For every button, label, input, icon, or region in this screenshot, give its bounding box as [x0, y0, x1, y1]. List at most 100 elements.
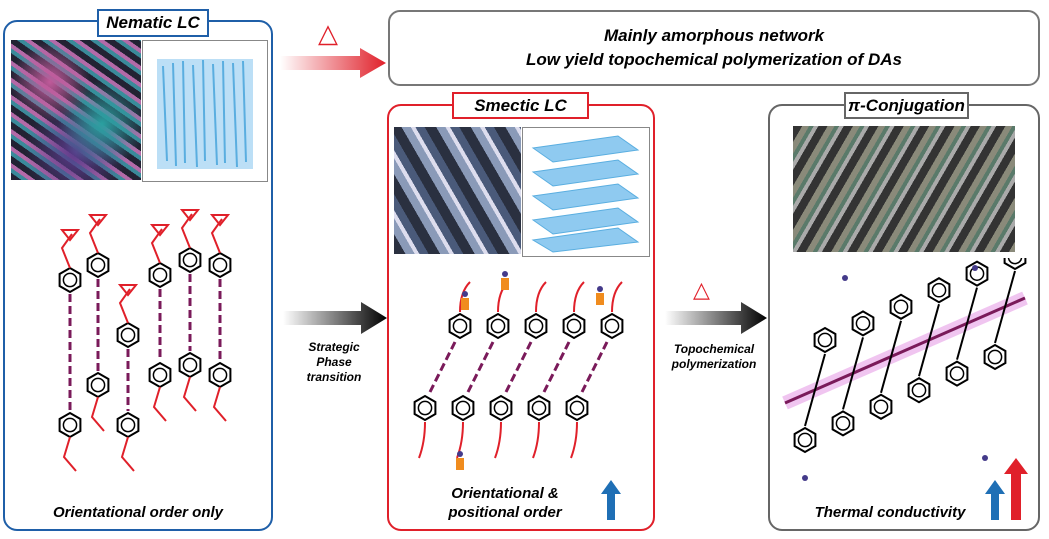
nematic-rods [157, 59, 253, 169]
benzene-ring [448, 312, 472, 340]
side-chain [418, 421, 426, 459]
benzene-ring [562, 312, 586, 340]
epoxy-tail [120, 436, 135, 472]
up-arrow-blue-smectic [601, 480, 621, 520]
benzene-ring [178, 246, 202, 274]
strategic-line2: Phase [316, 355, 352, 369]
epoxy-tail [152, 386, 167, 422]
end-group [842, 275, 848, 281]
end-group [457, 451, 463, 457]
benzene-ring-inner [212, 257, 228, 273]
benzene-ring-inner [90, 377, 106, 393]
topo-line1: Topochemical [673, 342, 755, 356]
benzene-ring-inner [120, 327, 136, 343]
benzene-ring-inner [911, 382, 927, 398]
smectic-pom-image [394, 127, 521, 254]
strategic-line1: Strategic [308, 340, 360, 354]
benzene-ring-inner [182, 252, 198, 268]
benzene-ring [413, 394, 437, 422]
diyne-linker [542, 341, 571, 393]
side-chain [611, 281, 623, 313]
side-bond [1004, 270, 1016, 308]
benzene-ring [451, 394, 475, 422]
side-bond [804, 389, 816, 427]
linker-node [596, 293, 604, 305]
benzene-ring-inner [531, 400, 547, 416]
benzene-ring [600, 312, 624, 340]
benzene-ring-inner [987, 349, 1003, 365]
end-group [462, 291, 468, 297]
benzene-ring-inner [152, 367, 168, 383]
side-bond [842, 373, 854, 410]
benzene-ring [58, 266, 82, 294]
epoxide-group [117, 284, 139, 297]
benzene-ring-inner [120, 417, 136, 433]
benzene-ring [965, 260, 989, 287]
conjugated-polymer [782, 258, 1028, 481]
benzene-ring [813, 326, 837, 354]
smectic-caption-2: positional order [448, 504, 562, 521]
benzene-ring-inner [212, 367, 228, 383]
smectic-molecules [413, 271, 624, 470]
benzene-ring-inner [490, 318, 506, 334]
benzene-ring [86, 251, 110, 279]
nematic-3d-model [142, 40, 268, 182]
end-group [982, 455, 988, 461]
benzene-ring-inner [949, 366, 965, 381]
black-arrow-topo [665, 302, 767, 334]
benzene-ring [1003, 258, 1027, 271]
side-chain [532, 421, 540, 459]
smectic-caption-1: Orientational & [451, 485, 559, 502]
conjugation-title: π-Conjugation [844, 92, 969, 119]
epoxide-group [59, 229, 81, 242]
end-group [502, 271, 508, 277]
benzene-ring-inner [566, 318, 582, 334]
diyne-linker [466, 341, 495, 393]
side-bond [890, 320, 902, 358]
benzene-ring-inner [493, 400, 509, 416]
epoxide-group [179, 209, 201, 222]
end-group [972, 265, 978, 271]
epoxide-group [209, 214, 231, 227]
benzene-ring-inner [62, 417, 78, 433]
benzene-ring-inner [873, 399, 889, 415]
heat-symbol-topo: △ [693, 277, 710, 302]
benzene-ring [148, 261, 172, 289]
benzene-ring-inner [62, 272, 78, 288]
nematic-pom-image [11, 40, 141, 180]
benzene-ring [831, 410, 855, 437]
topo-line2: polymerization [671, 357, 757, 371]
benzene-ring [527, 394, 551, 422]
benzene-ring-inner [528, 318, 544, 334]
epoxy-tail [212, 386, 227, 422]
benzene-ring [907, 377, 931, 404]
polydiacetylene-backbone [784, 296, 1026, 405]
end-group [597, 286, 603, 292]
side-chain [570, 421, 578, 459]
benzene-ring-inner [152, 267, 168, 283]
benzene-ring [851, 310, 875, 337]
side-bond [814, 353, 826, 391]
diyne-linker [580, 341, 609, 393]
benzene-ring-inner [604, 318, 620, 334]
benzene-ring [208, 251, 232, 279]
side-bond [966, 287, 978, 324]
benzene-ring-inner [455, 400, 471, 416]
benzene-ring [889, 293, 913, 320]
benzene-ring-inner [893, 299, 909, 315]
smectic-3d-model [522, 127, 650, 257]
benzene-ring-inner [452, 318, 468, 334]
side-bond [880, 356, 892, 394]
benzene-ring-inner [417, 400, 433, 416]
side-chain [494, 421, 502, 459]
benzene-ring-inner [855, 316, 871, 331]
black-arrow-strategic [283, 302, 387, 334]
epoxy-tail [62, 436, 77, 472]
amorphous-line1: Mainly amorphous network [603, 26, 825, 45]
benzene-ring [116, 321, 140, 349]
heat-symbol-top: △ [318, 18, 338, 48]
benzene-ring [565, 394, 589, 422]
benzene-ring [927, 277, 951, 304]
linker-node [461, 298, 469, 310]
amorphous-box: Mainly amorphous network Low yield topoc… [388, 10, 1040, 86]
